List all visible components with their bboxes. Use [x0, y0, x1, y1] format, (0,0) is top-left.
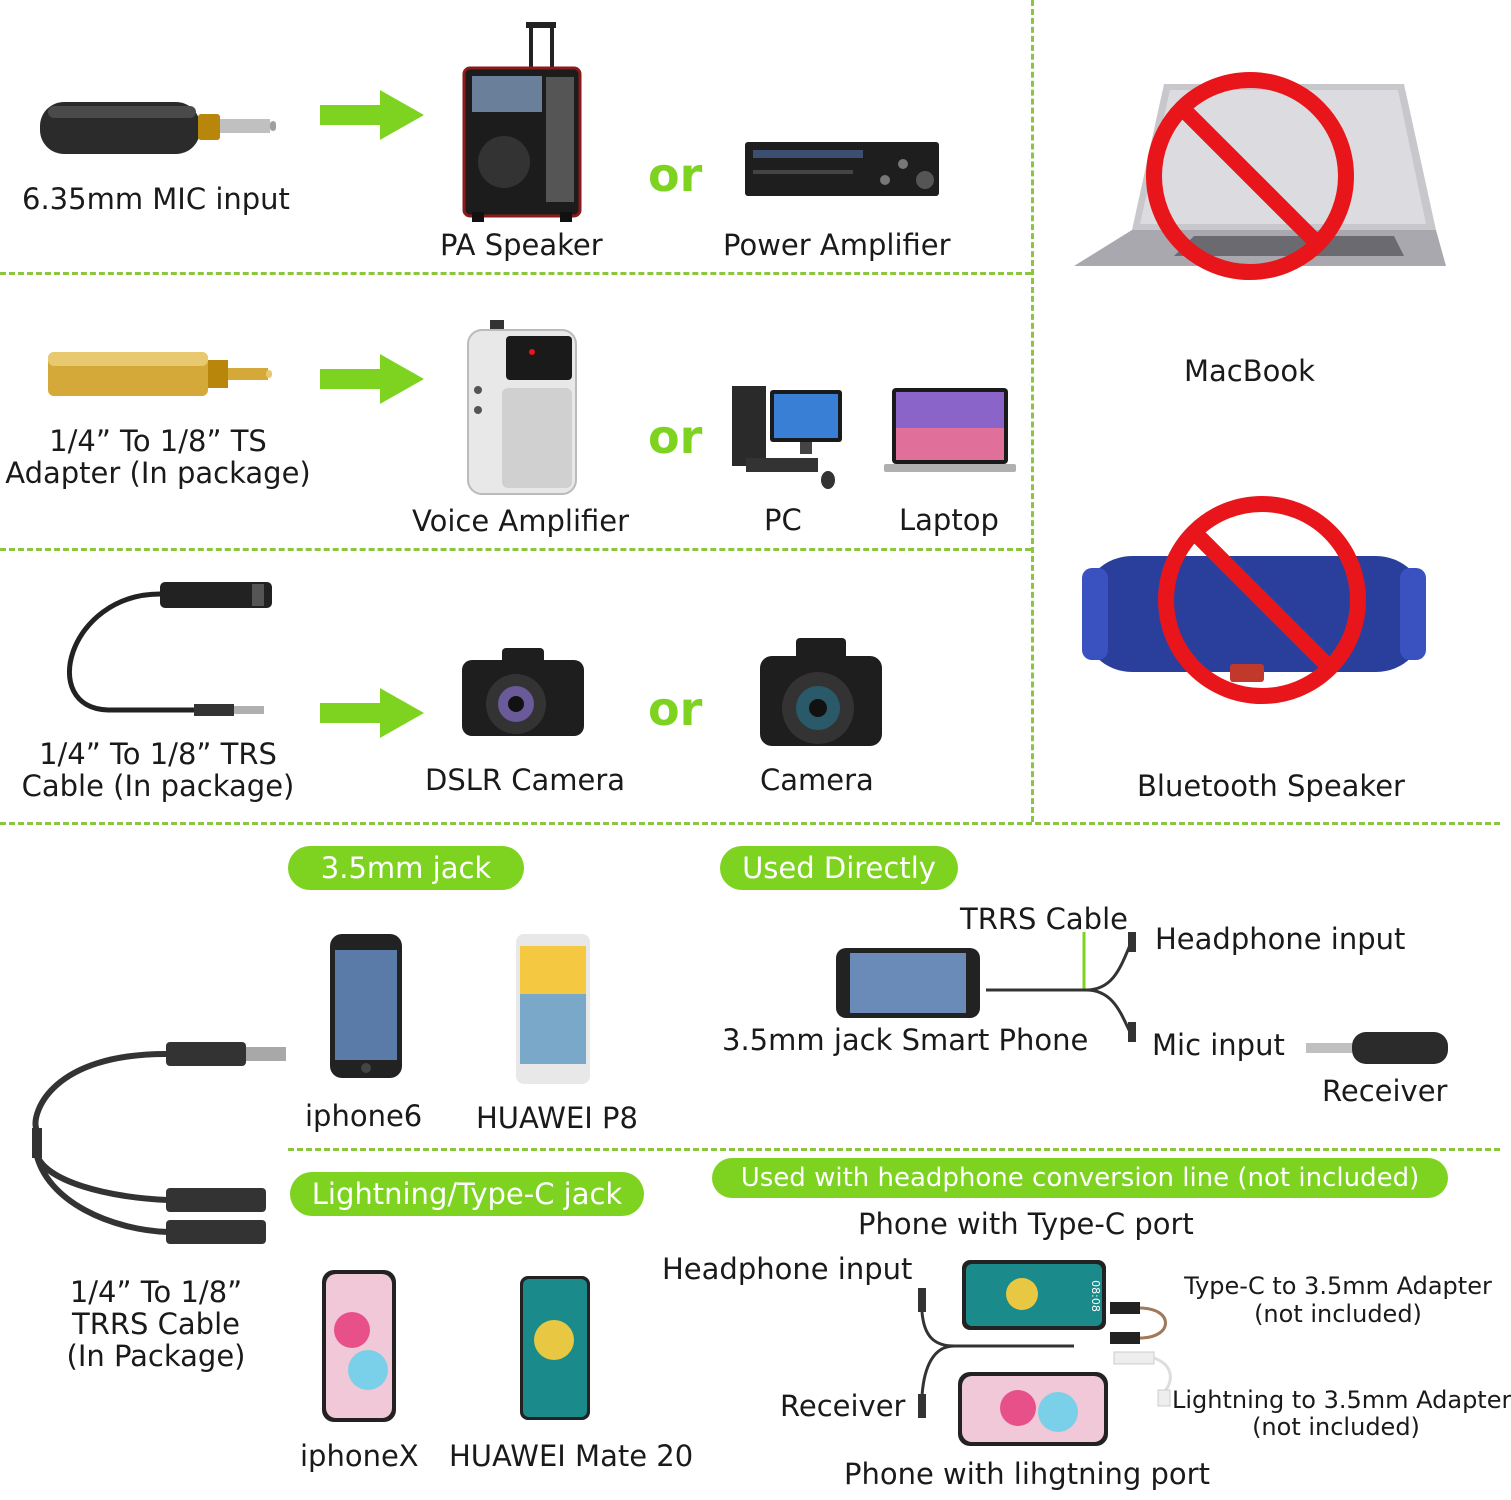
iphone6-icon	[330, 934, 402, 1078]
huawei-p8-icon	[516, 934, 590, 1084]
trs-cable-label-line2: Cable (In package)	[21, 769, 295, 803]
trs-cable-icon	[67, 582, 272, 716]
macbook-label: MacBook	[1184, 354, 1315, 388]
huawei-mate20-icon	[520, 1276, 590, 1420]
smartphone-label: 3.5mm jack Smart Phone	[722, 1023, 1089, 1057]
or-label: or	[648, 148, 703, 202]
arrow-right-icon	[320, 688, 424, 738]
splitter-diagram-icon	[986, 932, 1136, 1042]
receiver-device-icon	[40, 102, 276, 154]
jack35-pill: 3.5mm jack	[288, 846, 524, 890]
smartphone-icon	[836, 948, 980, 1018]
divider-row3	[0, 822, 1500, 825]
divider-bottom-right	[288, 1148, 1500, 1151]
huawei-p8-label: HUAWEI P8	[476, 1101, 638, 1135]
voice-amplifier-label: Voice Amplifier	[412, 504, 630, 538]
trrs-cable-label-line3: (In Package)	[66, 1339, 246, 1373]
used-directly-pill: Used Directly	[720, 846, 958, 890]
trrs-cable-label-line2: TRRS Cable	[72, 1307, 240, 1341]
receiver-label: Receiver	[1322, 1074, 1448, 1108]
conversion-diagram-icon	[918, 1288, 1172, 1418]
bluetooth-speaker-label: Bluetooth Speaker	[1137, 769, 1405, 803]
lightning-phone-icon	[958, 1372, 1108, 1446]
ts-adapter-label-line1: 1/4” To 1/8” TS	[49, 424, 267, 458]
prohibited-icon	[1158, 496, 1366, 704]
iphone6-label: iphone6	[305, 1099, 423, 1133]
laptop-icon	[884, 388, 1016, 472]
typec-phone-label: Phone with Type-C port	[858, 1207, 1194, 1241]
power-amplifier-label: Power Amplifier	[723, 228, 951, 262]
lightning-typec-pill: Lightning/Type-C jack	[290, 1172, 644, 1216]
dslr-camera-label: DSLR Camera	[425, 763, 626, 797]
trrs-splitter-cable-icon	[32, 1042, 286, 1244]
headphone-input-label: Headphone input	[662, 1252, 913, 1286]
huawei-mate20-label: HUAWEI Mate 20	[449, 1439, 694, 1473]
headphone-input-label: Headphone input	[1155, 922, 1406, 956]
iphonex-label: iphoneX	[300, 1439, 419, 1473]
camera-icon	[760, 638, 882, 746]
phone-time: 08:08	[1089, 1280, 1102, 1312]
arrow-right-icon	[320, 354, 424, 404]
dslr-camera-icon	[462, 648, 584, 736]
receiver-device-icon	[1306, 1032, 1448, 1064]
pc-label: PC	[764, 503, 802, 537]
trrs-cable-label-line1: 1/4” To 1/8”	[69, 1275, 243, 1309]
typec-adapter-label-line1: Type-C to 3.5mm Adapter	[1184, 1272, 1492, 1300]
typec-phone-icon: 08:08	[962, 1260, 1106, 1330]
pa-speaker-icon	[462, 22, 582, 222]
laptop-label: Laptop	[899, 503, 999, 537]
voice-amplifier-icon	[467, 320, 577, 495]
divider-row2	[0, 548, 1031, 551]
vertical-divider	[1031, 0, 1034, 822]
mic-input-label: Mic input	[1152, 1028, 1285, 1062]
pa-speaker-label: PA Speaker	[440, 228, 603, 262]
trs-cable-label-line1: 1/4” To 1/8” TRS	[39, 737, 277, 771]
lightning-phone-label: Phone with lihgtning port	[844, 1457, 1210, 1491]
receiver-label: Receiver	[780, 1389, 906, 1423]
lightning-adapter-label-line1: Lightning to 3.5mm Adapter	[1172, 1386, 1511, 1414]
arrow-right-icon	[320, 90, 424, 140]
divider-row1	[0, 272, 1031, 275]
pc-icon	[732, 386, 842, 489]
or-label: or	[648, 410, 703, 464]
iphonex-icon	[322, 1270, 396, 1422]
mic-input-label: 6.35mm MIC input	[22, 182, 290, 216]
prohibited-icon	[1146, 72, 1354, 280]
camera-label: Camera	[760, 763, 874, 797]
power-amplifier-icon	[745, 142, 939, 196]
lightning-adapter-label-line2: (not included)	[1252, 1413, 1420, 1441]
ts-adapter-label-line2: Adapter (In package)	[5, 456, 311, 490]
macbook-icon	[1074, 84, 1446, 266]
conversion-line-pill: Used with headphone conversion line (not…	[712, 1158, 1448, 1198]
ts-adapter-icon	[48, 352, 272, 396]
typec-adapter-label-line2: (not included)	[1254, 1300, 1422, 1328]
or-label: or	[648, 682, 703, 736]
trrs-cable-callout: TRRS Cable	[960, 902, 1128, 936]
